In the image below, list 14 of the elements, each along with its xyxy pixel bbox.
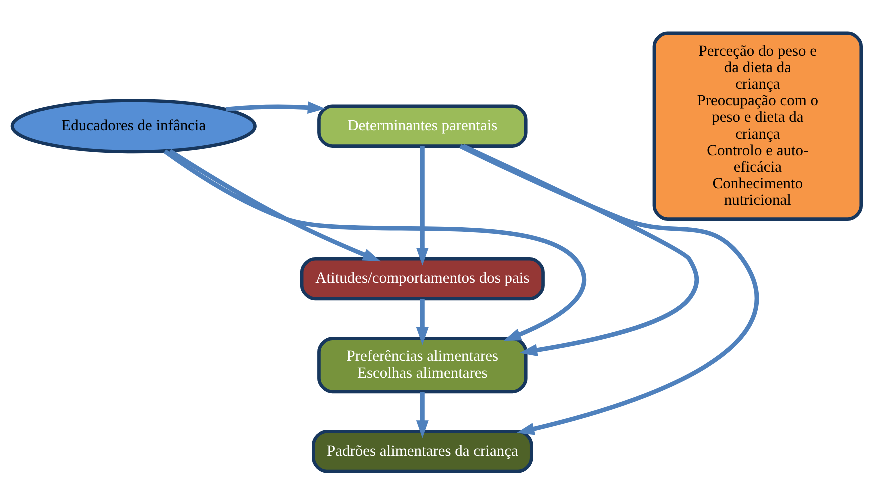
arrow [416, 146, 429, 266]
node-box: Padrões alimentares da criança [312, 430, 534, 473]
arrow [462, 144, 700, 356]
arrow [460, 144, 759, 435]
node-box: Determinantes parentais [318, 104, 528, 148]
node-box: Perceção do peso e da dieta da criança Preocupação com o peso e dieta da criança Controlo e auto-eficácia Conhecimento nutricional [652, 31, 864, 220]
arrow [226, 101, 326, 114]
node-ellipse: Educadores de infância [10, 98, 257, 154]
arrow [164, 149, 586, 341]
node-box: Preferências alimentares Escolhas alimentares [318, 336, 528, 394]
arrow [416, 392, 429, 438]
arrow [416, 298, 429, 345]
arrow [168, 148, 381, 262]
node-box: Atitudes/comportamentos dos pais [300, 256, 545, 300]
